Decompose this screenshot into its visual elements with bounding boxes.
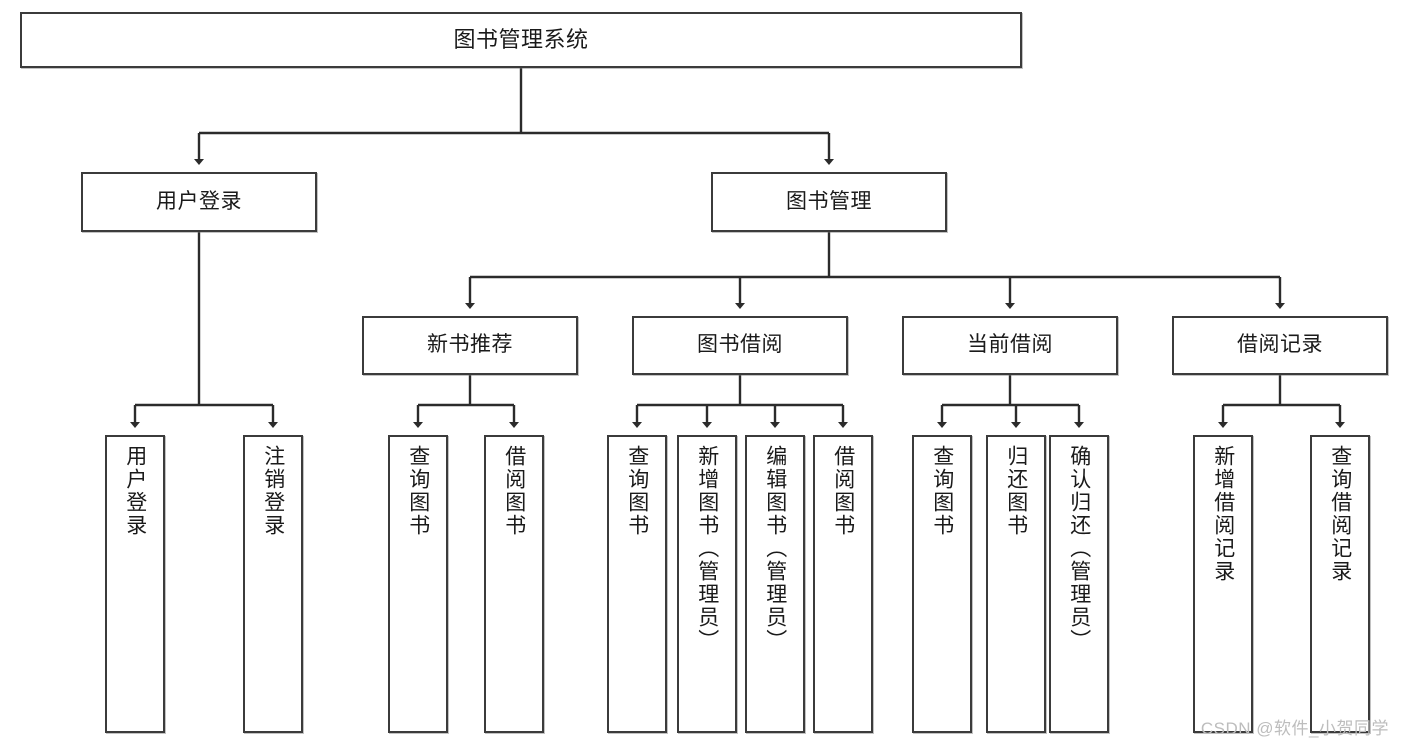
node-leaf-borrow-edit[interactable]: 编辑图书（管理员） [745, 435, 805, 733]
node-leaf-borrow-query-label: 查询图书 [625, 445, 649, 537]
node-leaf-borrow-query[interactable]: 查询图书 [607, 435, 667, 733]
node-root[interactable]: 图书管理系统 [20, 12, 1022, 68]
node-leaf-rec-query-label: 查询图书 [406, 445, 430, 537]
node-leaf-user-logout[interactable]: 注销登录 [243, 435, 303, 733]
node-book-borrow-label: 图书借阅 [697, 333, 783, 357]
node-leaf-cur-return-label: 归还图书 [1004, 445, 1028, 537]
node-current-borrow[interactable]: 当前借阅 [902, 316, 1118, 375]
node-leaf-borrow-edit-label: 编辑图书（管理员） [763, 445, 787, 652]
node-leaf-rec-add-label: 新增借阅记录 [1211, 445, 1235, 583]
node-book-manage[interactable]: 图书管理 [711, 172, 947, 232]
node-user-login-label: 用户登录 [156, 189, 242, 213]
node-leaf-rec-query2-label: 查询借阅记录 [1328, 445, 1352, 583]
node-leaf-borrow-add-label: 新增图书（管理员） [695, 445, 719, 652]
node-borrow-record[interactable]: 借阅记录 [1172, 316, 1388, 375]
node-borrow-record-label: 借阅记录 [1237, 333, 1323, 357]
node-leaf-user-login-label: 用户登录 [123, 445, 147, 537]
node-new-book-rec-label: 新书推荐 [427, 333, 513, 357]
node-leaf-borrow-lend-label: 借阅图书 [831, 445, 855, 537]
node-current-borrow-label: 当前借阅 [967, 333, 1053, 357]
node-leaf-rec-borrow[interactable]: 借阅图书 [484, 435, 544, 733]
node-leaf-rec-query[interactable]: 查询图书 [388, 435, 448, 733]
node-leaf-cur-query-label: 查询图书 [930, 445, 954, 537]
node-root-label: 图书管理系统 [453, 27, 589, 53]
node-new-book-rec[interactable]: 新书推荐 [362, 316, 578, 375]
node-leaf-borrow-add[interactable]: 新增图书（管理员） [677, 435, 737, 733]
node-leaf-rec-borrow-label: 借阅图书 [502, 445, 526, 537]
watermark: CSDN @软件_小贺同学 [1200, 719, 1389, 738]
node-leaf-cur-confirm-label: 确认归还（管理员） [1067, 445, 1091, 652]
node-leaf-user-login[interactable]: 用户登录 [105, 435, 165, 733]
node-leaf-cur-confirm[interactable]: 确认归还（管理员） [1049, 435, 1109, 733]
node-user-login[interactable]: 用户登录 [81, 172, 317, 232]
node-leaf-user-logout-label: 注销登录 [261, 445, 285, 537]
node-book-borrow[interactable]: 图书借阅 [632, 316, 848, 375]
node-book-manage-label: 图书管理 [786, 189, 872, 213]
node-leaf-borrow-lend[interactable]: 借阅图书 [813, 435, 873, 733]
node-leaf-cur-return[interactable]: 归还图书 [986, 435, 1046, 733]
node-leaf-cur-query[interactable]: 查询图书 [912, 435, 972, 733]
node-leaf-rec-add[interactable]: 新增借阅记录 [1193, 435, 1253, 733]
node-leaf-rec-query2[interactable]: 查询借阅记录 [1310, 435, 1370, 733]
